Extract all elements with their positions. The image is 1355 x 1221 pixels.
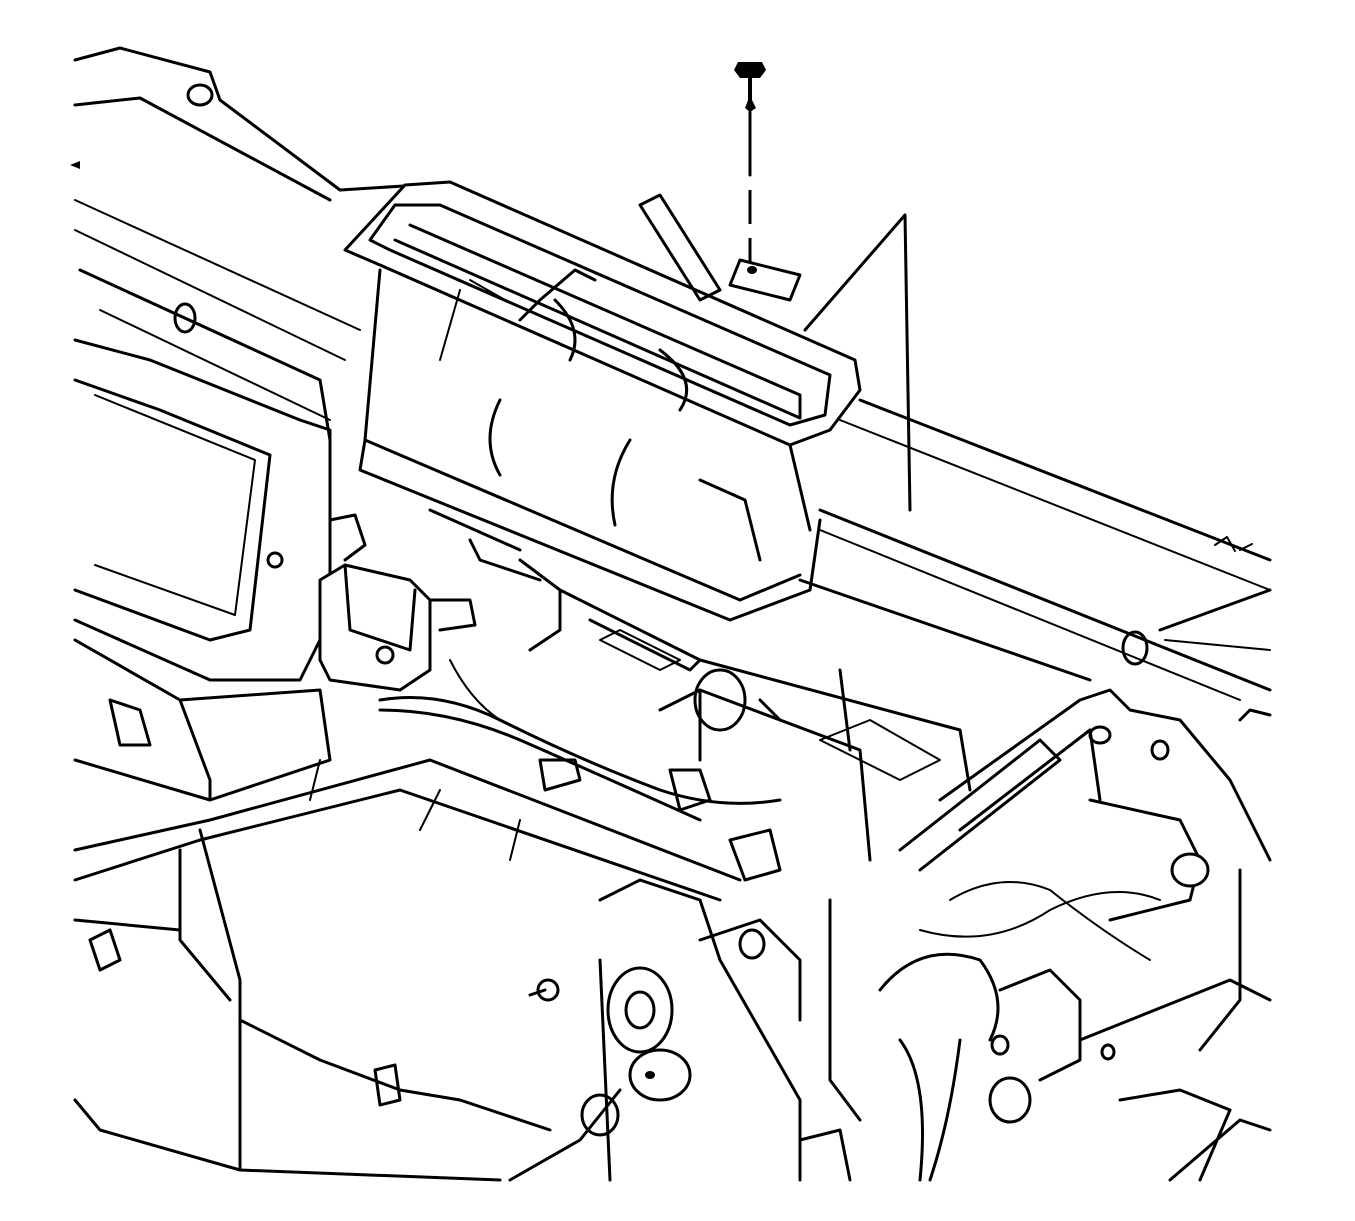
lower-panel — [73, 758, 742, 1182]
pedal-assembly — [798, 881, 1272, 1182]
callout-leader — [803, 213, 912, 512]
steering-column-bracket — [508, 878, 862, 1182]
instrument-cluster-housing — [73, 338, 332, 802]
push-pin-retainer — [638, 62, 802, 302]
right-reinforcement-bracket — [898, 688, 1272, 1052]
hvac-module — [428, 508, 972, 862]
instrument-panel-carrier — [70, 46, 1272, 722]
actuator-motor — [318, 513, 477, 692]
wiring-harness — [378, 659, 782, 882]
defroster-duct — [343, 180, 862, 622]
